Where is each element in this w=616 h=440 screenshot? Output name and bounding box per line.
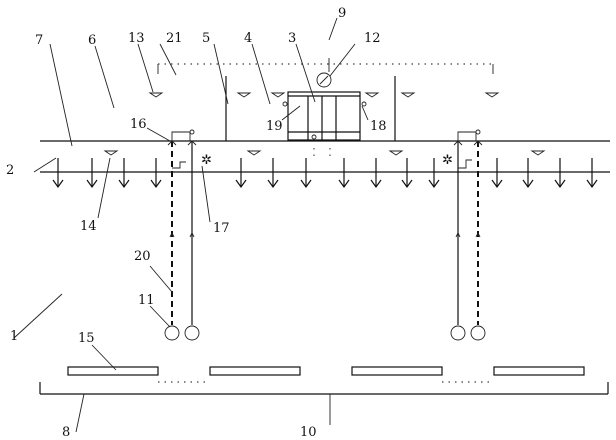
upper-fixtures: [148, 92, 500, 98]
label-1: 1: [10, 329, 18, 344]
label-6: 6: [88, 33, 96, 48]
label-3: 3: [288, 31, 296, 46]
label-19: 19: [266, 119, 283, 134]
label-16: 16: [130, 117, 147, 132]
label-7: 7: [35, 33, 43, 48]
airflow-arrows: [52, 158, 598, 189]
left-riser-assembly: ✲: [164, 129, 212, 341]
label-8: 8: [62, 425, 70, 440]
label-5: 5: [202, 31, 210, 46]
top-bracket: [157, 58, 494, 74]
label-21: 21: [166, 31, 183, 46]
svg-text:✲: ✲: [201, 153, 212, 168]
svg-text:✲: ✲: [442, 153, 453, 168]
central-unit: [282, 91, 367, 158]
duct-fixtures: [103, 150, 546, 156]
label-10: 10: [300, 425, 317, 440]
label-17: 17: [213, 221, 230, 236]
label-4: 4: [244, 31, 252, 46]
bottom-plates: [67, 366, 585, 383]
label-12: 12: [364, 31, 381, 46]
label-14: 14: [80, 219, 97, 234]
label-18: 18: [370, 119, 387, 134]
base-bracket: [39, 382, 609, 395]
leader-lines: [13, 17, 369, 433]
label-9: 9: [338, 6, 346, 21]
right-riser-assembly: ✲: [442, 129, 486, 341]
label-15: 15: [78, 331, 95, 346]
label-11: 11: [138, 293, 155, 308]
label-13: 13: [128, 31, 145, 46]
label-2: 2: [6, 163, 14, 178]
label-20: 20: [134, 249, 151, 264]
top-circle-element: [316, 72, 332, 88]
